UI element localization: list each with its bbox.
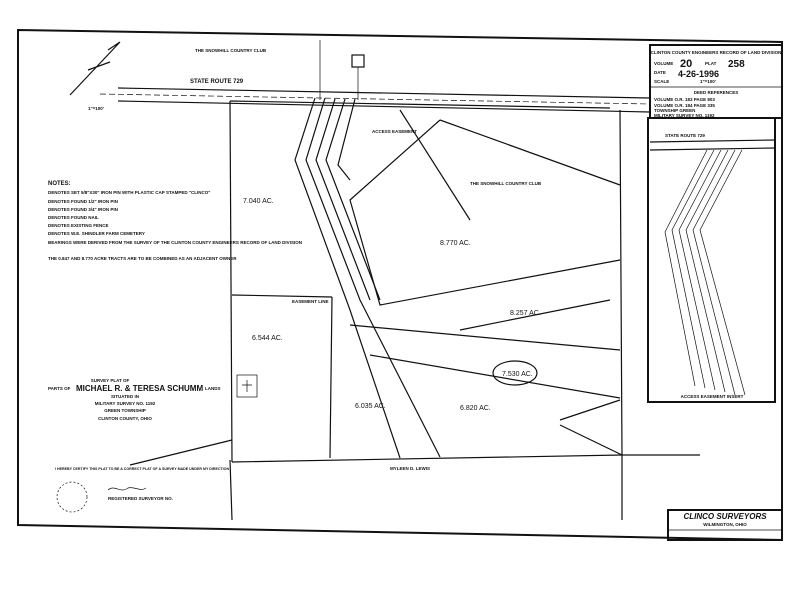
note-item: DENOTES FOUND NAIL [48,215,99,220]
volume-label: VOLUME [654,61,673,66]
survey-title: SURVEY PLAT OF PARTS OF MICHAEL R. & TER… [48,378,221,421]
easement-label: ACCESS EASEMENT [372,129,417,134]
notes: NOTES: DENOTES SET 5/8"X30" IRON PIN WIT… [48,181,302,261]
survey-title-line: SURVEY PLAT OF [91,378,130,383]
firm-name: CLINCO SURVEYORS [683,512,767,521]
note-item: DENOTES SET 5/8"X30" IRON PIN WITH PLAST… [48,190,210,195]
parcel-lines [129,40,700,521]
inset-caption: ACCESS EASEMENT INSERT [681,394,744,399]
surveyor-signature [107,487,147,491]
township: TOWNSHIP GREEN [654,108,695,113]
adjoiner-labels: THE SNOWHILL COUNTRY CLUB THE SNOWHILL C… [195,48,542,471]
adjoiner-label: MYLEEN D. LEWIS [390,466,430,471]
date-value: 4-26-1996 [678,69,719,79]
notes-title: NOTES: [48,181,71,187]
survey-title-line: GREEN TOWNSHIP [104,408,145,413]
parcel-area: 6.820 AC. [460,405,491,412]
parcel-areas: 7.040 AC. 8.770 AC. 8.257 AC. 6.544 AC. … [243,198,541,412]
note-item: THE 0.847 AND 8.770 ACRE TRACTS ARE TO B… [48,256,237,261]
military-survey: MILITARY SURVEY NO. 1192 [654,113,715,118]
survey-title-line: PARTS OF [48,386,71,391]
deed-ref-2: VOLUME O.R. 184 PAGE 335 [654,103,715,108]
scale-value: 1"=100' [700,79,716,84]
adjoiner-label: THE SNOWHILL COUNTRY CLUB [470,181,542,186]
survey-title-line: MILITARY SURVEY NO. 1192 [95,401,156,406]
road: STATE ROUTE 729 [99,79,651,113]
date-label: DATE [654,70,666,75]
parcel-area: 8.770 AC. [440,240,471,247]
note-item: DENOTES EXISTING FENCE [48,223,109,228]
easement-line-label: EASEMENT LINE [292,299,329,304]
scale-label: SCALE [654,79,669,84]
volume-value: 20 [680,58,692,70]
note-item: DENOTES FOUND 1/2" IRON PIN [48,199,118,204]
road-label: STATE ROUTE 729 [190,79,244,85]
owners-name: MICHAEL R. & TERESA SCHUMM [76,384,203,393]
deed-ref-1: VOLUME O.R. 183 PAGE 803 [654,97,715,102]
surveyor-title: REGISTERED SURVEYOR NO. [108,496,173,501]
parcel-area: 7.530 AC. [502,371,533,378]
parcel-area: 7.040 AC. [243,198,274,205]
surveyor-seal [56,481,88,513]
parcel-area: 6.035 AC. [355,403,386,410]
deed-header: DEED REFERENCES [694,90,739,95]
survey-title-line: CLINTON COUNTY, OHIO [98,416,152,421]
firm-address: WILMINGTON, OHIO [703,522,747,527]
plat-value: 258 [728,59,745,70]
inset-road-label: STATE ROUTE 729 [665,133,705,138]
title-block-header: CLINTON COUNTY ENGINEERS RECORD OF LAND … [651,50,782,55]
title-block-text: CLINTON COUNTY ENGINEERS RECORD OF LAND … [650,50,782,118]
firm-block [667,509,783,541]
parcel-area: 6.544 AC. [252,335,283,342]
easement-inset [647,117,776,403]
note-item: BEARINGS WERE DERIVED FROM THE SURVEY OF… [48,240,302,245]
survey-title-line: LANDS [205,386,221,391]
plat-label: PLAT [705,61,717,66]
certification-text: I HEREBY CERTIFY THIS PLAT TO BE A CORRE… [55,467,229,471]
survey-title-line: SITUATED IN [111,394,139,399]
north-arrow-icon [69,41,121,96]
parcel-area: 8.257 AC. [510,310,541,317]
inset-drawing: STATE ROUTE 729 ACCESS EASEMENT INSERT [649,133,776,399]
note-item: DENOTES W.E. SHINDLER FARM CEMETERY [48,231,145,236]
note-item: DENOTES FOUND 3/4" IRON PIN [48,207,118,212]
scale-note: 1"=100' [88,106,104,111]
adjoiner-label: THE SNOWHILL COUNTRY CLUB [195,48,267,53]
